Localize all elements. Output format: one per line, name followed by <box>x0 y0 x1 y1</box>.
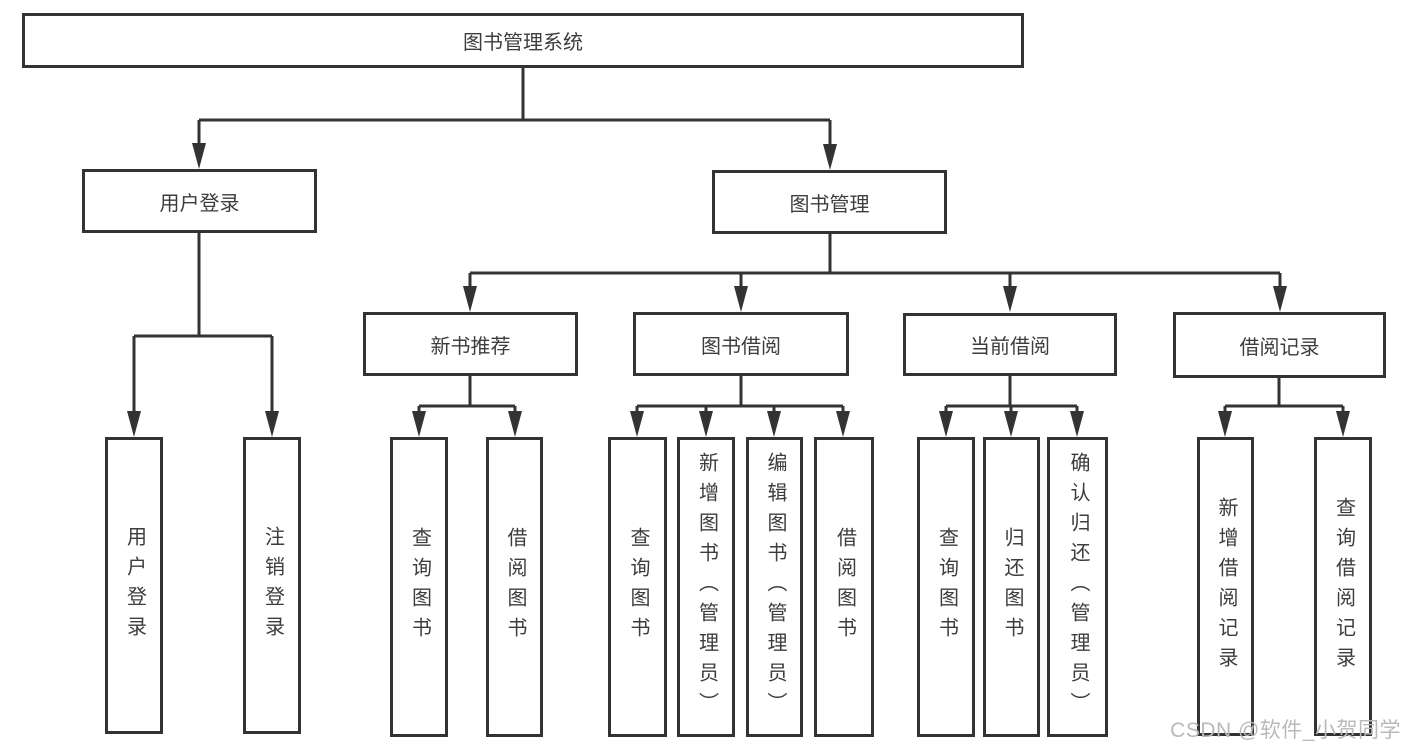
leaf-add-borrow-record: 新增借阅记录 <box>1197 437 1254 736</box>
leaf-add-book-admin: 新增图书（管理员） <box>677 437 735 737</box>
arrow-icon <box>823 144 837 170</box>
arrow-icon <box>463 286 477 312</box>
leaf-query-borrow-record: 查询借阅记录 <box>1314 437 1372 736</box>
arrow-icon <box>1273 286 1287 312</box>
leaf-add-borrow-record-label: 新增借阅记录 <box>1215 496 1237 677</box>
node-user-login-label: 用户登录 <box>159 192 240 215</box>
leaf-logout-label: 注销登录 <box>261 525 284 646</box>
connector-current-borrow-children <box>939 375 1084 437</box>
node-book-management-label: 图书管理 <box>789 193 870 216</box>
arrow-icon <box>734 286 748 312</box>
leaf-edit-book-admin-label: 编辑图书（管理员） <box>764 452 786 722</box>
arrow-icon <box>1003 286 1017 312</box>
leaf-query-books-3-label: 查询图书 <box>935 527 958 647</box>
arrow-icon <box>1336 411 1350 437</box>
node-new-book-recommend-label: 新书推荐 <box>430 335 511 358</box>
leaf-borrow-books-2-label: 借阅图书 <box>833 527 856 647</box>
arrow-icon <box>412 411 426 437</box>
leaf-confirm-return-admin: 确认归还（管理员） <box>1047 437 1108 737</box>
node-user-login: 用户登录 <box>82 169 317 233</box>
node-book-management: 图书管理 <box>712 170 947 234</box>
leaf-borrow-books-2: 借阅图书 <box>814 437 874 737</box>
arrow-icon <box>767 411 781 437</box>
arrow-icon <box>699 411 713 437</box>
arrow-icon <box>630 411 644 437</box>
arrow-icon <box>836 411 850 437</box>
arrow-icon <box>192 143 206 169</box>
connector-root-to-level2 <box>192 66 837 170</box>
leaf-query-books-2: 查询图书 <box>608 437 667 737</box>
node-current-borrow: 当前借阅 <box>903 313 1117 376</box>
arrow-icon <box>1070 411 1084 437</box>
arrow-icon <box>1004 411 1018 437</box>
connector-book-management-children <box>463 233 1287 312</box>
arrow-icon <box>127 411 141 437</box>
leaf-edit-book-admin: 编辑图书（管理员） <box>746 437 803 737</box>
connector-user-login-children <box>127 232 279 437</box>
node-root: 图书管理系统 <box>22 13 1024 68</box>
leaf-query-books-1-label: 查询图书 <box>408 527 431 647</box>
leaf-query-books-1: 查询图书 <box>390 437 448 737</box>
node-borrow-records-label: 借阅记录 <box>1239 336 1320 359</box>
leaf-user-login: 用户登录 <box>105 437 163 734</box>
arrow-icon <box>1218 411 1232 437</box>
connector-borrow-records-children <box>1218 377 1350 437</box>
node-new-book-recommend: 新书推荐 <box>363 312 578 376</box>
node-current-borrow-label: 当前借阅 <box>970 336 1050 358</box>
connector-book-borrow-children <box>630 375 850 437</box>
node-root-label: 图书管理系统 <box>463 32 583 54</box>
leaf-query-books-3: 查询图书 <box>917 437 975 737</box>
leaf-borrow-books-1-label: 借阅图书 <box>504 527 526 647</box>
leaf-confirm-return-admin-label: 确认归还（管理员） <box>1067 452 1089 722</box>
leaf-return-book-label: 归还图书 <box>1001 527 1023 647</box>
node-book-borrow: 图书借阅 <box>633 312 849 376</box>
leaf-add-book-admin-label: 新增图书（管理员） <box>695 452 718 722</box>
leaf-return-book: 归还图书 <box>983 437 1040 737</box>
node-book-borrow-label: 图书借阅 <box>701 335 781 358</box>
leaf-user-login-label: 用户登录 <box>123 525 146 646</box>
arrow-icon <box>265 411 279 437</box>
leaf-logout: 注销登录 <box>243 437 301 734</box>
arrow-icon <box>508 411 522 437</box>
connector-new-book-recommend-children <box>412 375 522 437</box>
node-borrow-records: 借阅记录 <box>1173 312 1386 378</box>
leaf-borrow-books-1: 借阅图书 <box>486 437 543 737</box>
leaf-query-books-2-label: 查询图书 <box>627 527 649 647</box>
leaf-query-borrow-record-label: 查询借阅记录 <box>1332 496 1355 677</box>
arrow-icon <box>939 411 953 437</box>
